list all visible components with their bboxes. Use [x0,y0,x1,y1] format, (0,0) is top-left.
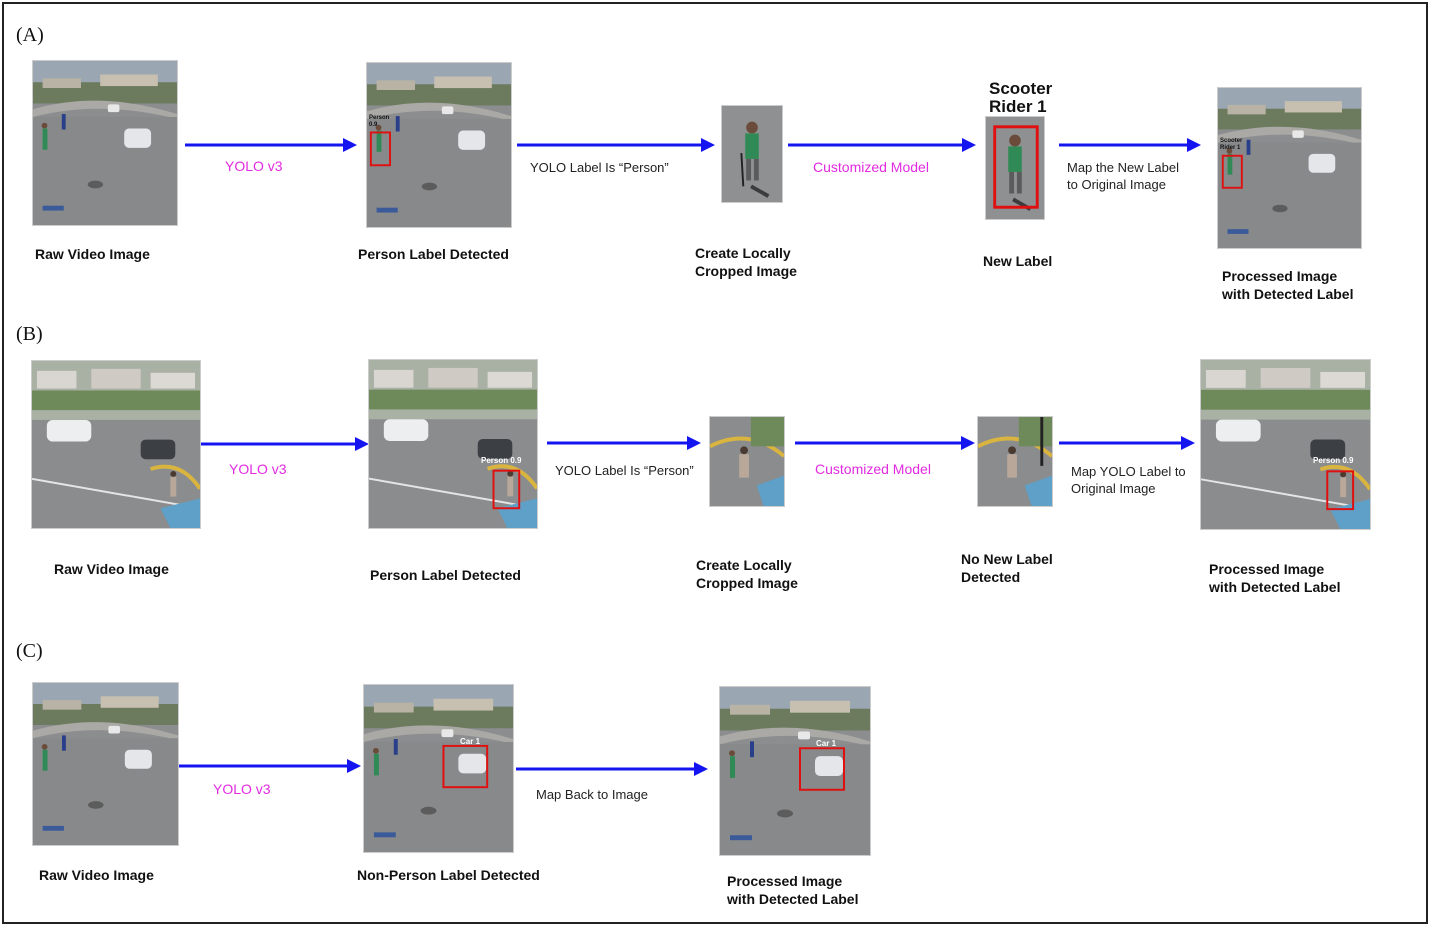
panel-c-processed-image: Car 1 [719,686,871,856]
panel-a-crop-caption: Create Locally Cropped Image [695,245,797,279]
panel-b-new-caption: No New Label Detected [961,551,1053,585]
panel-a-arrow-1 [185,137,357,153]
panel-b-processed-caption: Processed Image with Detected Label [1209,561,1341,595]
panel-b-processed-person-tag: Person 0.9 [1313,456,1354,465]
panel-b-person-image: Person 0.9 [368,359,538,529]
panel-c-nonperson-caption: Non-Person Label Detected [357,867,540,883]
panel-a-scooter-tag: Scooter Rider 1 [1220,138,1243,151]
panel-a-person-image: Person 0.9 [366,62,512,228]
panel-b-person-tag: Person 0.9 [481,456,522,465]
panel-b-raw-caption: Raw Video Image [54,561,169,577]
panel-c-processed-car-tag: Car 1 [816,739,837,748]
panel-a-raw-caption: Raw Video Image [35,246,150,262]
panel-b-arrow-4 [1059,435,1195,451]
panel-b-raw-image [31,360,201,529]
panel-a-step-2: Map the New Label to Original Image [1067,160,1180,192]
panel-c-yolo-label: YOLO v3 [213,781,271,797]
panel-b-cropped-image [709,416,785,507]
panel-b-arrow-1 [201,436,369,452]
panel-c-step-1: Map Back to Image [536,787,648,802]
panel-b-no-new-label-image [977,416,1053,507]
panel-a-processed-caption: Processed Image with Detected Label [1222,268,1354,302]
panel-b-step-2: Map YOLO Label to Original Image [1071,464,1186,496]
panel-b-crop-caption: Create Locally Cropped Image [696,557,798,591]
panel-c-car-tag: Car 1 [460,737,481,746]
panel-c-label: (C) [16,640,43,662]
panel-a-arrow-3 [788,137,976,153]
panel-a-processed-image: Scooter Rider 1 [1217,87,1362,249]
panel-b-label: (B) [16,323,43,345]
panel-b-processed-image: Person 0.9 [1200,359,1371,530]
panel-a-person-caption: Person Label Detected [358,246,509,262]
panel-c-raw-image [32,682,179,846]
panel-a-new-label-image [985,116,1045,220]
panel-a-new-label-text: Scooter Rider 1 [989,79,1053,116]
panel-a-raw-image [32,60,178,226]
panel-c-raw-caption: Raw Video Image [39,867,154,883]
panel-a-customized-model-label: Customized Model [813,159,929,175]
panel-c-nonperson-image: Car 1 [363,684,514,853]
panel-a-label: (A) [16,24,44,46]
panel-a-yolo-label: YOLO v3 [225,158,283,174]
panel-c-arrow-1 [179,758,361,774]
panel-b-person-caption: Person Label Detected [370,567,521,583]
panel-b-customized-model-label: Customized Model [815,461,931,477]
panel-a-step-1: YOLO Label Is “Person” [530,160,669,175]
panel-a-arrow-2 [517,137,715,153]
panel-a-person-tag: Person 0.9 [369,115,390,128]
panel-b-step-1: YOLO Label Is “Person” [555,463,694,478]
panel-c-arrow-2 [516,761,708,777]
panel-a-arrow-4 [1059,137,1201,153]
panel-b-arrow-2 [547,435,701,451]
panel-c-processed-caption: Processed Image with Detected Label [727,873,859,907]
panel-b-arrow-3 [795,435,975,451]
panel-a-new-caption: New Label [983,253,1053,269]
panel-b-yolo-label: YOLO v3 [229,461,287,477]
panel-a-cropped-image [721,105,783,203]
